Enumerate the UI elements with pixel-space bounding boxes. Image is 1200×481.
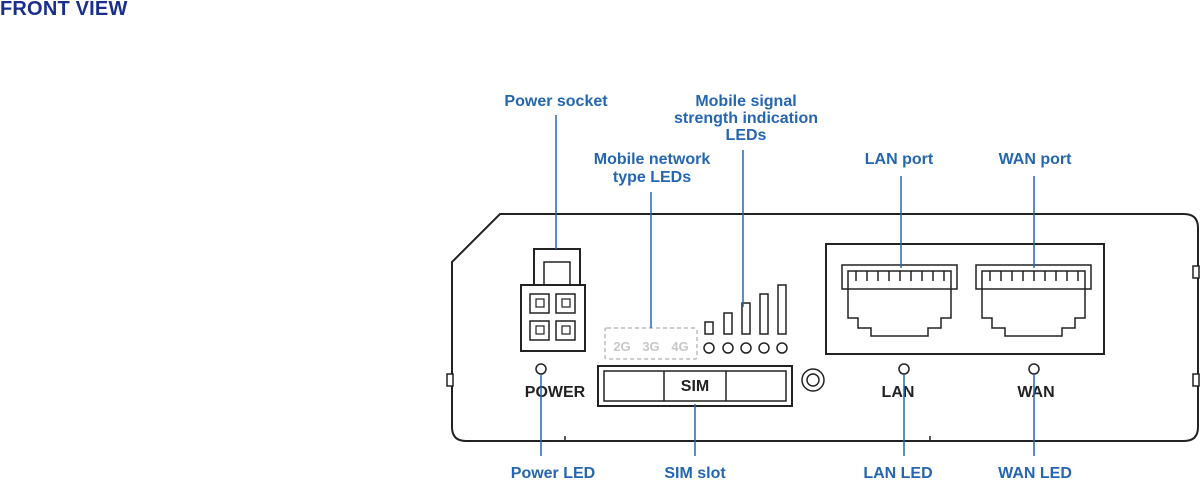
callout-power-led: Power LED bbox=[511, 465, 595, 481]
sim-slot bbox=[597, 365, 793, 407]
callout-signal-leds-line1: Mobile signal bbox=[695, 93, 796, 110]
callout-signal-leds-line3: LEDs bbox=[726, 127, 767, 144]
callout-wan-port: WAN port bbox=[999, 151, 1073, 168]
led-3g-label: 3G bbox=[642, 339, 659, 354]
power-panel-label: POWER bbox=[525, 384, 586, 401]
callout-lan-led: LAN LED bbox=[863, 465, 932, 481]
sim-panel-label: SIM bbox=[681, 378, 709, 395]
led-4g-label: 4G bbox=[671, 339, 688, 354]
lan-led bbox=[898, 363, 910, 375]
wan-panel-label: WAN bbox=[1017, 384, 1054, 401]
page-title: FRONT VIEW bbox=[0, 0, 128, 20]
wan-led bbox=[1028, 363, 1040, 375]
signal-leds bbox=[703, 342, 788, 354]
callout-network-leds-line2: type LEDs bbox=[613, 169, 691, 186]
lan-port-pins bbox=[855, 271, 945, 281]
power-led bbox=[535, 363, 547, 375]
device-notch bbox=[1192, 373, 1200, 387]
lan-panel-label: LAN bbox=[882, 384, 915, 401]
callout-sim-slot: SIM slot bbox=[664, 465, 726, 481]
callout-network-leds-line1: Mobile network bbox=[594, 151, 711, 168]
signal-strength-bars-icon bbox=[704, 284, 787, 335]
power-socket-icon bbox=[520, 248, 586, 352]
led-2g-label: 2G bbox=[613, 339, 630, 354]
device-notch bbox=[446, 373, 454, 387]
callout-lines bbox=[540, 115, 1035, 456]
wan-port-pins bbox=[989, 271, 1079, 281]
callout-signal-leds-line2: strength indication bbox=[674, 110, 818, 127]
callout-lan-port: LAN port bbox=[865, 151, 934, 168]
callout-power-socket: Power socket bbox=[504, 93, 608, 110]
device-notch bbox=[1192, 265, 1200, 279]
callout-wan-led: WAN LED bbox=[998, 465, 1072, 481]
